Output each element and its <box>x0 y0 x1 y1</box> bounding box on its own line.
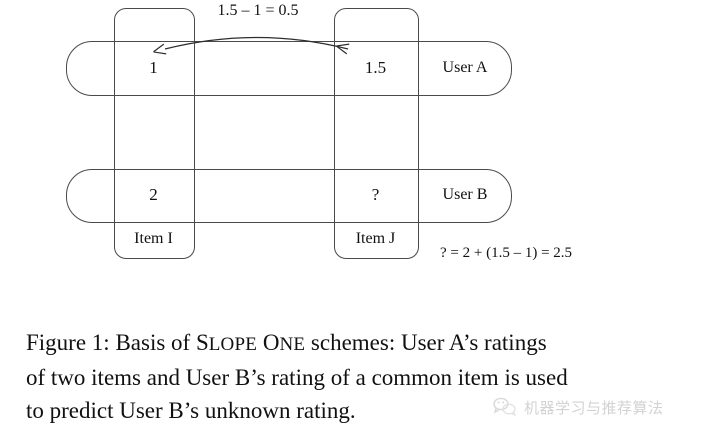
caption-part-1: Basis of <box>109 330 196 355</box>
cell-user-b-item-i: 2 <box>149 185 158 204</box>
item-j-label: Item J <box>355 230 396 247</box>
difference-arrow <box>0 36 720 300</box>
caption-line-3: to predict User B’s unknown rating. <box>26 398 356 423</box>
smallcaps-o: O <box>262 330 280 355</box>
figure-diagram: 1.5 – 1 = 0.5 1 1.5 User A 2 ? User B It… <box>0 2 720 300</box>
smallcaps-lope: LOPE <box>208 334 258 355</box>
user-a-label: User A <box>442 59 488 76</box>
caption-line-1: Figure 1: Basis of SLOPE ONE schemes: Us… <box>26 330 547 355</box>
cell-user-b-item-j: ? <box>371 185 380 204</box>
arrow-label: 1.5 – 1 = 0.5 <box>217 2 299 19</box>
smallcaps-s: S <box>195 330 209 355</box>
cell-user-a-item-j: 1.5 <box>364 58 387 77</box>
wechat-logo-icon <box>492 396 518 418</box>
smallcaps-ne: NE <box>279 334 306 355</box>
user-a-row-box <box>66 41 512 96</box>
cell-user-a-item-i: 1 <box>149 58 158 77</box>
caption-prefix: Figure 1: <box>26 330 110 355</box>
caption-part-2: schemes: User A’s ratings <box>305 330 547 355</box>
caption-line-2: of two items and User B’s rating of a co… <box>26 365 568 390</box>
watermark-text: 机器学习与推荐算法 <box>524 398 664 417</box>
prediction-equation: ? = 2 + (1.5 – 1) = 2.5 <box>440 245 573 261</box>
figure-caption: Figure 1: Basis of SLOPE ONE schemes: Us… <box>26 326 694 427</box>
item-i-column-box <box>114 8 195 259</box>
user-b-row-box <box>66 169 512 223</box>
user-b-label: User B <box>442 186 488 203</box>
watermark: 机器学习与推荐算法 <box>492 396 664 418</box>
item-i-label: Item I <box>134 230 173 247</box>
item-j-column-box <box>334 8 419 259</box>
